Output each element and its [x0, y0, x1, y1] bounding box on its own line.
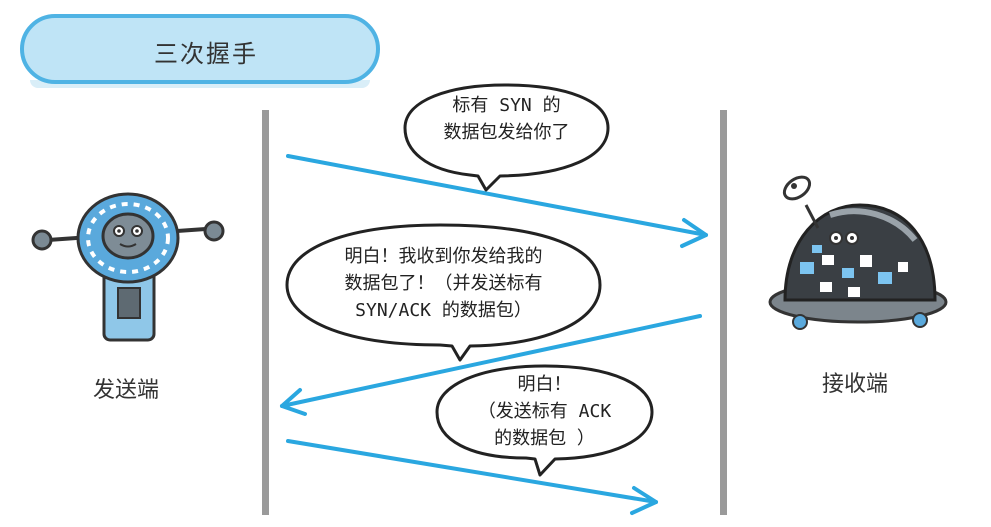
- bubble-syn-ack-text: 明白！我收到你发给我的 数据包了！（并发送标有 SYN/ACK 的数据包）: [287, 243, 600, 324]
- receiver-timeline: [720, 110, 727, 515]
- diagram-title: 三次握手: [154, 40, 258, 68]
- receiver-label: 接收端: [822, 372, 889, 397]
- syn-ack-arrow: [280, 314, 702, 416]
- sender-label: 发送端: [93, 378, 160, 403]
- sender-robot-illustration: [31, 192, 225, 342]
- bubble-ack-line-1: 明白！: [517, 374, 572, 395]
- speech-bubble-syn-ack: [285, 223, 602, 362]
- receiver-robot-illustration: [768, 175, 948, 330]
- speech-bubble-ack: [435, 364, 654, 477]
- bubble-syn-ack-line-1: 明白！我收到你发给我的: [344, 246, 543, 267]
- syn-arrow: [286, 154, 708, 248]
- bubble-syn-line-1: 标有 SYN 的: [452, 95, 561, 116]
- bubble-ack-text: 明白！ （发送标有 ACK 的数据包 ）: [437, 371, 652, 452]
- bubble-syn-ack-line-3: SYN/ACK 的数据包）: [355, 300, 532, 321]
- ack-arrow: [286, 439, 658, 515]
- bubble-ack-line-3: 的数据包 ）: [494, 428, 595, 449]
- bubble-syn-text: 标有 SYN 的 数据包发给你了: [405, 92, 608, 146]
- sender-timeline: [262, 110, 269, 515]
- bubble-syn-ack-line-2: 数据包了！（并发送标有: [344, 273, 543, 294]
- bubble-ack-line-2: （发送标有 ACK: [477, 401, 612, 422]
- bubble-syn-line-2: 数据包发给你了: [443, 122, 570, 143]
- speech-bubble-syn: [403, 83, 610, 192]
